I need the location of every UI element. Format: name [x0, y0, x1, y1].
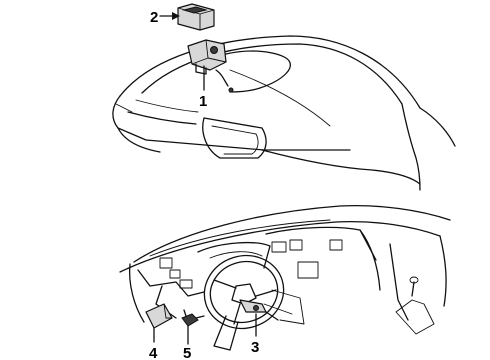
callout-3: 3	[251, 339, 259, 356]
arrowhead-2	[172, 12, 180, 20]
control-unit	[145, 303, 173, 329]
dashboard-illustration	[119, 204, 451, 335]
callout-4: 4	[149, 345, 158, 360]
car-front-illustration	[112, 35, 456, 191]
callout-2: 2	[150, 9, 158, 26]
cruise-actuator	[187, 39, 292, 93]
steering-wheel	[203, 254, 285, 351]
callout-1: 1	[199, 93, 207, 110]
callout-5: 5	[183, 345, 191, 360]
cruise-switch	[239, 299, 279, 321]
pedal-switch	[181, 309, 205, 327]
control-module	[177, 3, 215, 31]
